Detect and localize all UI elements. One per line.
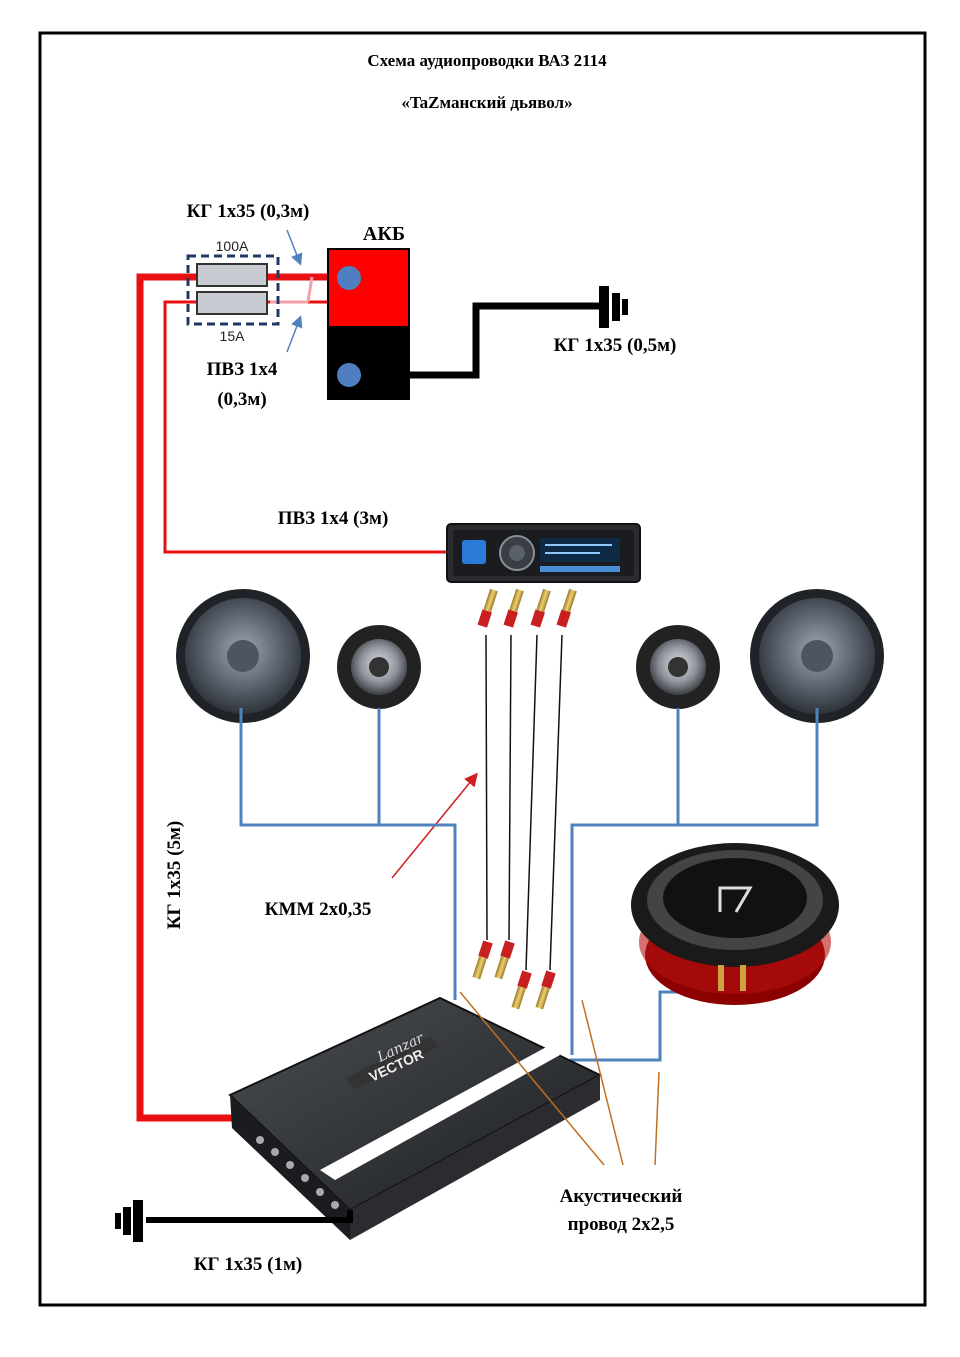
amplifier [228, 996, 603, 1240]
head-unit [446, 523, 641, 583]
fuse-15a [196, 291, 268, 315]
battery-minus-terminal [337, 363, 361, 387]
rca-plugs-headunit [477, 588, 577, 628]
speaker-cable-label-2: провод 2х2,5 [568, 1214, 675, 1235]
left-midbass-speaker [176, 589, 310, 723]
battery-ground-label: КГ 1х35 (0,5м) [554, 335, 677, 356]
battery-bottom [327, 326, 410, 400]
rca-cables [485, 634, 563, 971]
ground-icon-battery [599, 286, 628, 328]
fuse-100a-label: 100А [216, 238, 249, 254]
fuse-block [186, 254, 280, 326]
headunit-power-label: ПВЗ 1х4 (3м) [278, 508, 389, 529]
fuse-15a-label: 15А [220, 328, 246, 344]
fuse-link-pink-2 [306, 276, 314, 303]
amp-ground-wire [146, 1210, 353, 1223]
amp-ground-label: КГ 1х35 (1м) [194, 1254, 302, 1275]
battery-plus-cable-label: КГ 1х35 (0,3м) [187, 201, 310, 222]
right-tweeter [636, 625, 720, 709]
ground-icon-amp [115, 1200, 143, 1242]
diagram-subtitle: «TaZманский дьявол» [401, 93, 572, 112]
left-tweeter [337, 625, 421, 709]
pvz-short-label-2: (0,3м) [217, 389, 266, 410]
right-midbass-speaker [750, 589, 884, 723]
battery-plus-arrow [286, 229, 303, 266]
pvz-short-arrow [286, 315, 303, 353]
pvz-short-label-1: ПВЗ 1х4 [207, 359, 278, 380]
main-power-label: КГ 1х35 (5м) [164, 821, 185, 929]
battery-plus-terminal [337, 266, 361, 290]
battery-ground-wire [409, 302, 600, 379]
battery-label: АКБ [363, 223, 405, 245]
speaker-wires [239, 708, 819, 1062]
rca-cable-label: КММ 2х0,35 [265, 899, 372, 920]
battery-top [327, 248, 410, 328]
subwoofer [631, 843, 839, 1005]
speaker-cable-label-1: Акустический [560, 1186, 683, 1207]
speaker-cable-pointers [459, 991, 660, 1166]
page-frame [38, 31, 927, 1307]
diagram-title: Схема аудиопроводки ВАЗ 2114 [367, 51, 607, 70]
fuse-100a [196, 263, 268, 287]
rca-plugs-amp [472, 940, 556, 1010]
